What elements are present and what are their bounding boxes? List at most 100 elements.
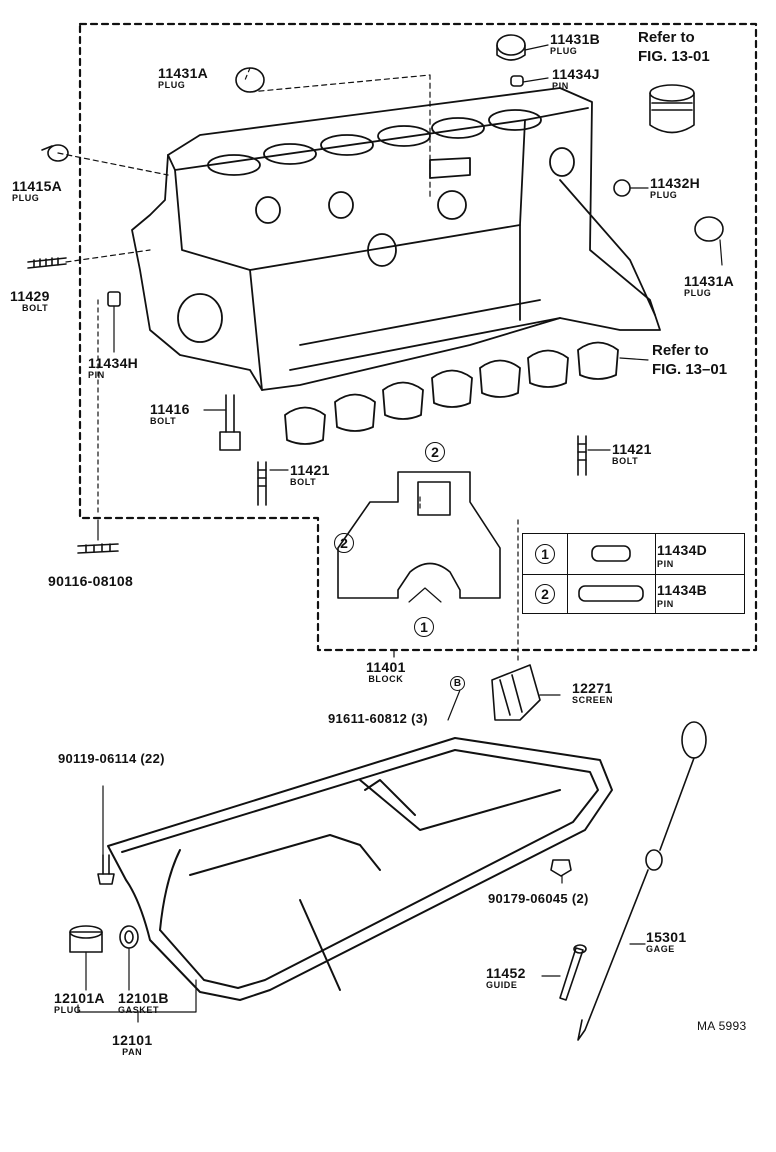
part-number: 11401 xyxy=(366,659,406,675)
guide-11452 xyxy=(559,944,587,1001)
part-11421-right-label: 11421 BOLT xyxy=(612,442,652,466)
part-11431a-top-label: 11431A PLUG xyxy=(158,66,208,90)
part-91611-label: 91611-60812 (3) xyxy=(328,712,428,725)
part-11432h-label: 11432H PLUG xyxy=(650,176,700,200)
stud-11421-left xyxy=(257,461,267,506)
part-number: 11421 xyxy=(612,441,652,457)
part-12101-label: 12101 PAN xyxy=(112,1033,152,1057)
drawing-code: MA 5993 xyxy=(697,1019,747,1033)
plug-11415a xyxy=(41,144,69,162)
leader-lines xyxy=(57,44,723,1023)
part-name: GASKET xyxy=(118,1005,160,1015)
part-11421-left-label: 11421 BOLT xyxy=(290,463,330,487)
callout-b: B xyxy=(450,676,465,691)
bearing-caps xyxy=(284,341,619,445)
legend-part-number: 11434B xyxy=(657,582,708,598)
part-11415a-label: 11415A PLUG xyxy=(12,179,62,203)
part-number: 12101A xyxy=(54,990,105,1006)
callout-2-left: 2 xyxy=(334,533,354,553)
part-name: PIN xyxy=(88,370,105,380)
refer-to-top: Refer to FIG. 13-01 xyxy=(638,30,710,64)
long-pin-icon xyxy=(578,585,644,602)
refer-to-mid: Refer to FIG. 13–01 xyxy=(652,343,727,377)
part-name: PIN xyxy=(552,81,569,91)
part-number: 11431B xyxy=(550,31,601,47)
legend-row-2: 2 11434B PIN xyxy=(523,574,744,614)
part-name: BOLT xyxy=(150,416,177,426)
part-name: GAGE xyxy=(646,944,675,954)
part-15301-label: 15301 GAGE xyxy=(646,930,686,954)
part-number: 90119-06114 (22) xyxy=(58,751,165,766)
bolt-11416 xyxy=(219,394,241,451)
part-name: BLOCK xyxy=(368,674,404,684)
part-number: 90179-06045 (2) xyxy=(488,891,589,906)
part-11431a-right-label: 11431A PLUG xyxy=(684,274,734,298)
part-number: 12101 xyxy=(112,1032,153,1048)
part-11431b-label: 11431B PLUG xyxy=(550,32,600,56)
plug-11431a-right xyxy=(694,216,724,242)
part-number: 11421 xyxy=(290,462,330,478)
part-number: 12101B xyxy=(118,990,169,1006)
plug-11431a-top xyxy=(235,67,265,93)
part-11452-label: 11452 GUIDE xyxy=(486,966,526,990)
gasket-12101b xyxy=(119,925,139,949)
legend-marker-1: 1 xyxy=(535,544,555,564)
part-number: 11429 xyxy=(10,288,50,304)
part-number: 11434H xyxy=(88,355,139,371)
part-12271-label: 12271 SCREEN xyxy=(572,681,613,705)
part-name: PLUG xyxy=(158,80,186,90)
part-name: SCREEN xyxy=(572,695,614,705)
stud-90116 xyxy=(77,543,119,554)
legend-part-name: PIN xyxy=(657,599,674,609)
part-name: PLUG xyxy=(54,1005,82,1015)
refer-line1: Refer to xyxy=(652,342,709,359)
piston xyxy=(649,84,695,134)
part-number: 12271 xyxy=(572,680,613,696)
part-number: 11431A xyxy=(158,65,209,81)
legend-marker-2: 2 xyxy=(535,584,555,604)
part-number: 11431A xyxy=(684,273,735,289)
dipstick-15301 xyxy=(577,721,707,1041)
short-pin-icon xyxy=(591,545,631,562)
stud-11421-right xyxy=(577,435,587,476)
part-number: 15301 xyxy=(646,929,687,945)
part-name: BOLT xyxy=(612,456,639,466)
part-number: 11415A xyxy=(12,178,63,194)
part-11434h-label: 11434H PIN xyxy=(88,356,138,380)
part-name: GUIDE xyxy=(486,980,518,990)
cylinder-block xyxy=(131,87,661,391)
pin-11434j xyxy=(510,75,524,87)
refer-line2: FIG. 13-01 xyxy=(638,48,710,65)
stud-11429 xyxy=(27,257,67,269)
refer-line1: Refer to xyxy=(638,29,695,46)
part-number: 11432H xyxy=(650,175,701,191)
part-90179-label: 90179-06045 (2) xyxy=(488,892,589,905)
part-name: PLUG xyxy=(650,190,678,200)
block-group-dashed-border xyxy=(78,22,758,652)
plug-11432h xyxy=(613,179,631,197)
callout-1: 1 xyxy=(414,617,434,637)
bolt-90119 xyxy=(97,854,115,885)
part-number: 90116-08108 xyxy=(48,573,134,589)
part-name: PLUG xyxy=(12,193,40,203)
part-11416-label: 11416 BOLT xyxy=(150,402,190,426)
part-11429-label: 11429 BOLT xyxy=(10,289,50,313)
part-name: PLUG xyxy=(550,46,578,56)
oil-screen-12271 xyxy=(491,664,541,721)
drain-plug-12101a xyxy=(69,925,103,953)
part-90116-label: 90116-08108 xyxy=(48,574,133,588)
part-number: 91611-60812 (3) xyxy=(328,711,428,726)
lower-block-outline xyxy=(337,471,501,599)
pin-11434h xyxy=(107,291,121,307)
part-90119-label: 90119-06114 (22) xyxy=(58,752,165,765)
refer-line2: FIG. 13–01 xyxy=(652,361,728,378)
part-number: 11452 xyxy=(486,965,526,981)
part-number: 11416 xyxy=(150,401,190,417)
legend-row-1: 1 11434D PIN xyxy=(523,534,744,575)
plug-11431b xyxy=(496,34,526,61)
part-name: PLUG xyxy=(684,288,712,298)
part-number: 11434J xyxy=(552,66,600,82)
part-12101b-label: 12101B GASKET xyxy=(118,991,169,1015)
legend-part-number: 11434D xyxy=(657,542,708,558)
